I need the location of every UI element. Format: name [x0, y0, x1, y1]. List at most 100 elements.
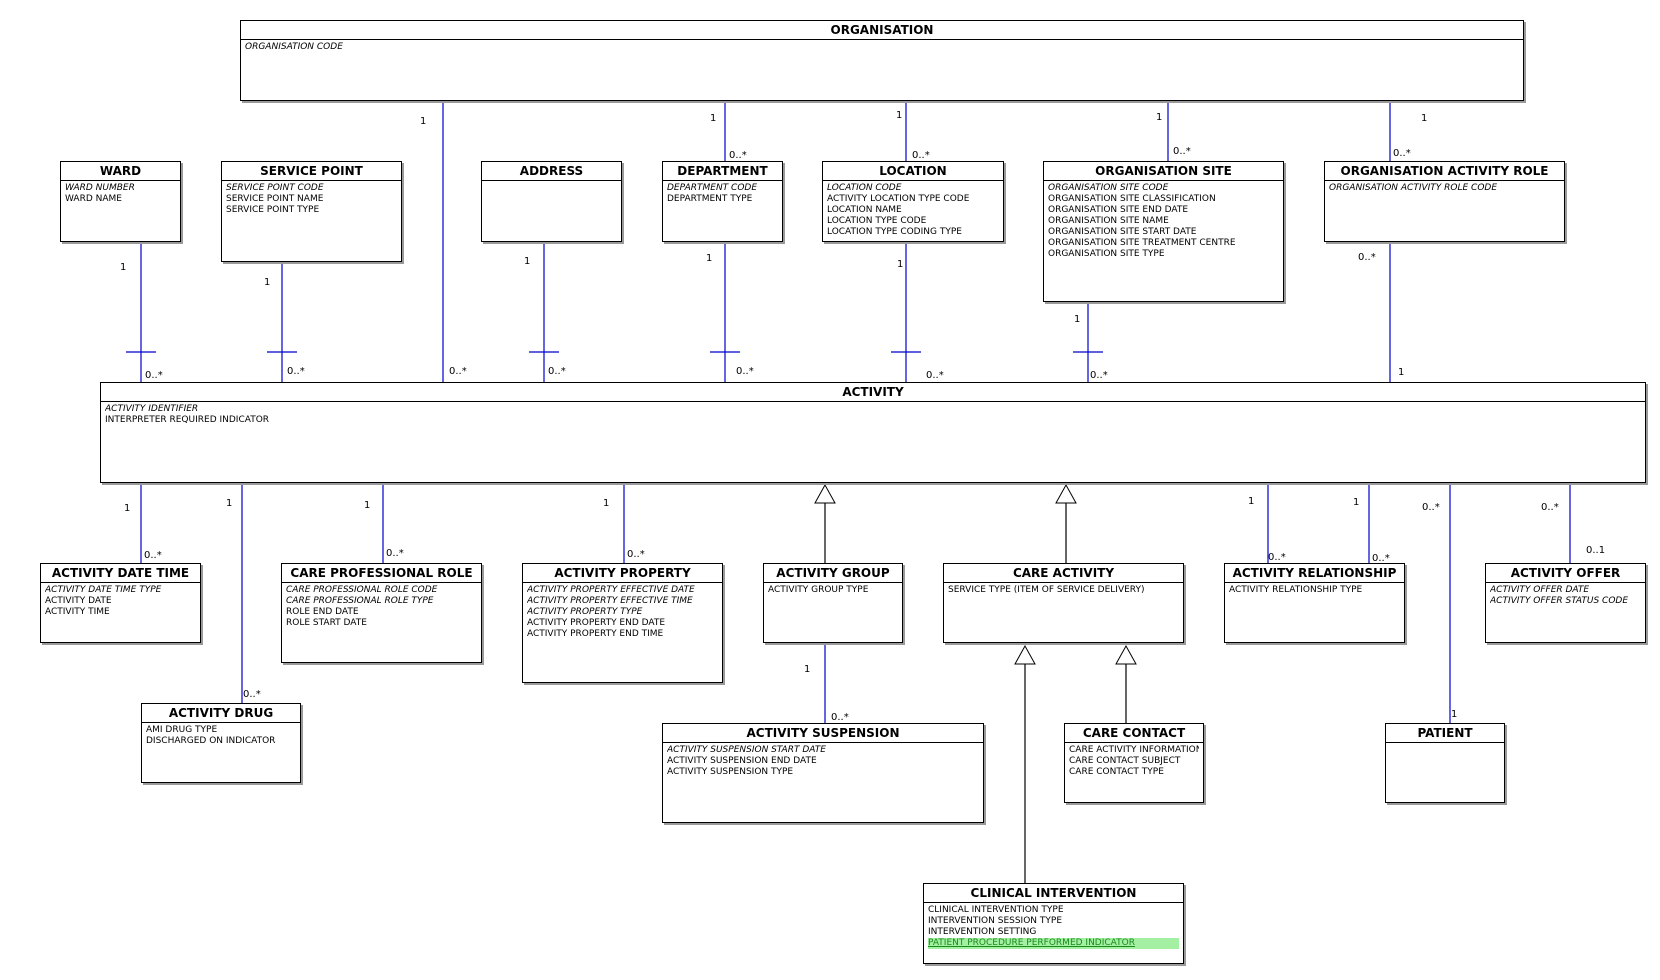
attribute: CLINICAL INTERVENTION TYPE — [928, 905, 1064, 915]
attribute: CARE ACTIVITY INFORMATION — [1069, 745, 1199, 755]
key-attribute: LOCATION CODE — [827, 183, 902, 193]
key-attribute: ACTIVITY PROPERTY EFFECTIVE DATE — [527, 585, 695, 595]
attribute: DEPARTMENT TYPE — [667, 194, 753, 204]
cardinality-label: 1 — [124, 503, 130, 514]
entity-title: ORGANISATION SITE — [1044, 162, 1283, 181]
key-attribute: ACTIVITY PROPERTY TYPE — [527, 607, 643, 617]
entity-patient[interactable]: PATIENT — [1385, 723, 1505, 803]
cardinality-label: 0..* — [1422, 502, 1440, 513]
cardinality-label: 1 — [524, 256, 530, 267]
key-attribute: DEPARTMENT CODE — [667, 183, 758, 193]
attribute: LOCATION TYPE CODE — [827, 216, 927, 226]
cardinality-label: 1 — [897, 259, 903, 270]
cardinality-label: 0..* — [1541, 502, 1559, 513]
cardinality-label: 0..* — [729, 150, 747, 161]
cardinality-label: 0..* — [144, 550, 162, 561]
entity-title: ACTIVITY RELATIONSHIP — [1225, 564, 1404, 583]
cardinality-label: 0..* — [1358, 252, 1376, 263]
cardinality-label: 0..* — [1090, 370, 1108, 381]
cardinality-label: 1 — [1074, 314, 1080, 325]
cardinality-label: 0..* — [912, 150, 930, 161]
attribute: PATIENT PROCEDURE PERFORMED INDICATOR — [928, 938, 1179, 949]
attribute: ROLE START DATE — [286, 618, 367, 628]
cardinality-label: 1 — [364, 500, 370, 511]
cardinality-label: 1 — [603, 498, 609, 509]
attribute-list — [1386, 743, 1504, 745]
key-attribute: SERVICE POINT CODE — [226, 183, 324, 193]
cardinality-label: 1 — [1353, 497, 1359, 508]
cardinality-label: 1 — [896, 110, 902, 121]
cardinality-label: 1 — [1156, 112, 1162, 123]
entity-title: CARE PROFESSIONAL ROLE — [282, 564, 481, 583]
cardinality-label: 0..* — [287, 366, 305, 377]
attribute: SERVICE POINT TYPE — [226, 205, 320, 215]
attribute: ORGANISATION SITE TYPE — [1048, 249, 1165, 259]
cardinality-label: 0..* — [1393, 148, 1411, 159]
attribute: ORGANISATION SITE START DATE — [1048, 227, 1197, 237]
entity-title: CLINICAL INTERVENTION — [924, 884, 1183, 903]
entity-title: ACTIVITY — [101, 383, 1645, 402]
attribute: ACTIVITY SUSPENSION TYPE — [667, 767, 794, 777]
entity-care-professional-role[interactable]: CARE PROFESSIONAL ROLE CARE PROFESSIONAL … — [281, 563, 482, 663]
attribute: CARE CONTACT TYPE — [1069, 767, 1164, 777]
entity-activity-date-time[interactable]: ACTIVITY DATE TIME ACTIVITY DATE TIME TYP… — [40, 563, 201, 643]
attribute-list: SERVICE TYPE (ITEM OF SERVICE DELIVERY) — [944, 583, 1183, 596]
cardinality-label: 1 — [1421, 113, 1427, 124]
entity-activity-relationship[interactable]: ACTIVITY RELATIONSHIP ACTIVITY RELATIONSH… — [1224, 563, 1405, 643]
key-attribute: ORGANISATION ACTIVITY ROLE CODE — [1329, 183, 1498, 193]
attribute: ACTIVITY SUSPENSION END DATE — [667, 756, 817, 766]
key-attribute: ACTIVITY SUSPENSION START DATE — [667, 745, 826, 755]
entity-title: ORGANISATION ACTIVITY ROLE — [1325, 162, 1564, 181]
cardinality-label: 0..* — [145, 370, 163, 381]
attribute: ROLE END DATE — [286, 607, 359, 617]
cardinality-label: 1 — [1398, 367, 1404, 378]
attribute: ORGANISATION SITE CLASSIFICATION — [1048, 194, 1216, 204]
entity-clinical-intervention[interactable]: CLINICAL INTERVENTION CLINICAL INTERVENTI… — [923, 883, 1184, 964]
key-attribute: ORGANISATION SITE CODE — [1048, 183, 1169, 193]
entity-address[interactable]: ADDRESS — [481, 161, 622, 242]
entity-title: ACTIVITY DATE TIME — [41, 564, 200, 583]
entity-organisation-activity-role[interactable]: ORGANISATION ACTIVITY ROLE ORGANISATION A… — [1324, 161, 1565, 242]
attribute: SERVICE POINT NAME — [226, 194, 324, 204]
cardinality-label: 1 — [264, 277, 270, 288]
attribute: SERVICE TYPE (ITEM OF SERVICE DELIVERY) — [948, 585, 1145, 595]
attribute: ORGANISATION SITE NAME — [1048, 216, 1169, 226]
cardinality-label: 0..* — [1268, 552, 1286, 563]
key-attribute: CARE PROFESSIONAL ROLE TYPE — [286, 596, 434, 606]
key-attribute: ACTIVITY DATE TIME TYPE — [45, 585, 162, 595]
attribute: AMI DRUG TYPE — [146, 725, 218, 735]
cardinality-label: 0..* — [831, 712, 849, 723]
attribute: ACTIVITY RELATIONSHIP TYPE — [1229, 585, 1363, 595]
attribute: INTERVENTION SETTING — [928, 927, 1037, 937]
cardinality-label: 1 — [226, 498, 232, 509]
entity-title: SERVICE POINT — [222, 162, 401, 181]
cardinality-label: 1 — [1451, 709, 1457, 720]
entity-title: PATIENT — [1386, 724, 1504, 743]
entity-title: ACTIVITY SUSPENSION — [663, 724, 983, 743]
attribute-list: ORGANISATION CODE — [241, 40, 1523, 53]
cardinality-label: 0..* — [627, 549, 645, 560]
cardinality-label: 0..1 — [1586, 545, 1605, 556]
cardinality-label: 1 — [710, 113, 716, 124]
cardinality-label: 1 — [1248, 496, 1254, 507]
attribute: ORGANISATION SITE END DATE — [1048, 205, 1189, 215]
attribute: ACTIVITY PROPERTY END TIME — [527, 629, 664, 639]
